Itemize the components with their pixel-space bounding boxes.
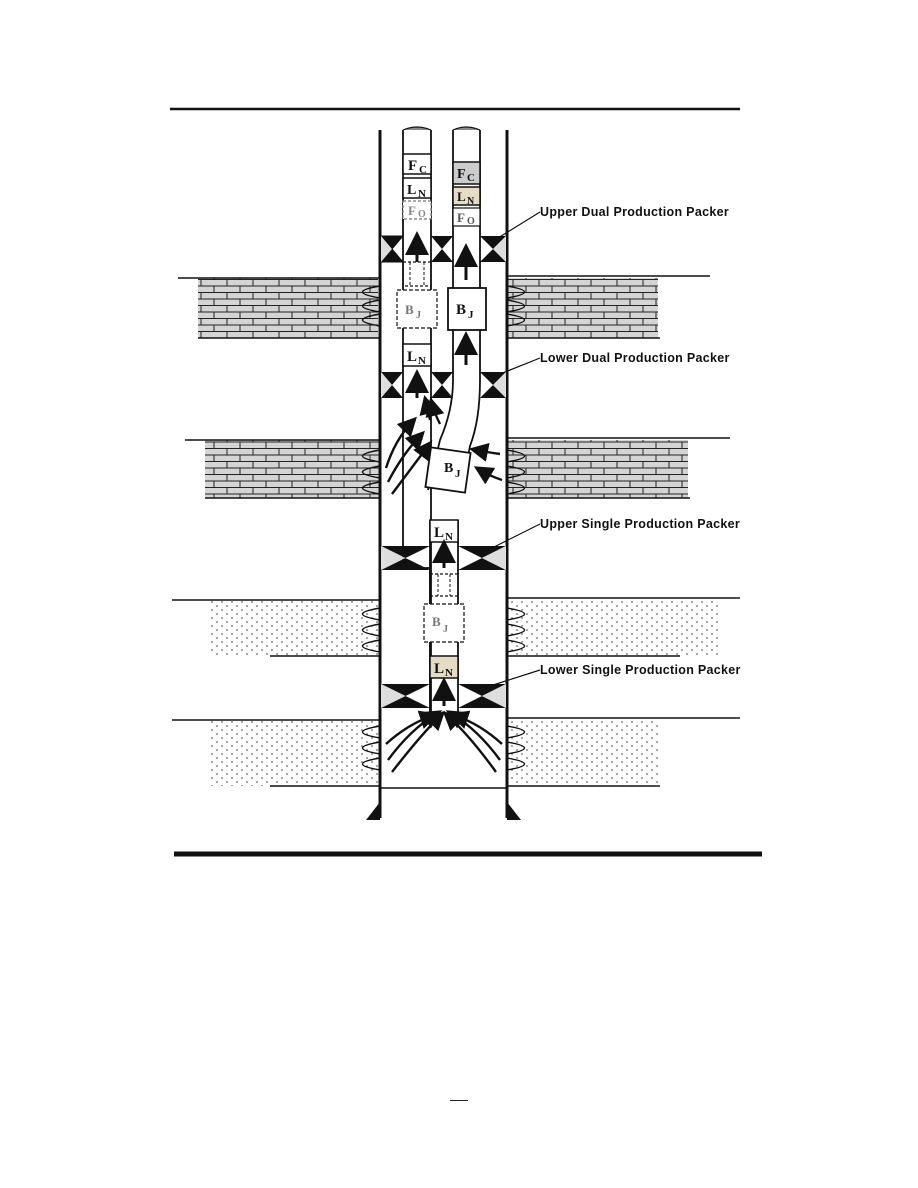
fc-left-main: F (408, 158, 417, 174)
formation-sand-lower (172, 717, 740, 787)
bj-tilted-sub: J (455, 468, 461, 480)
landing-nipple-left-top (402, 177, 432, 199)
blast-joint-right (447, 287, 487, 331)
fo-left-main: F (408, 203, 416, 218)
flow-arrows-vertical (405, 231, 478, 706)
landing-nipple-right (452, 186, 481, 206)
fc-left-sub: C (419, 164, 427, 176)
ln-left-top-main: L (407, 183, 416, 198)
fc-right-sub: C (467, 172, 475, 184)
bj-left-sub: J (416, 310, 421, 321)
ln-lower1-sub: N (445, 531, 453, 543)
ln-bottom-sub: N (445, 667, 453, 679)
ln-left-top-sub: N (418, 188, 426, 200)
tubing-right-top-hatch (452, 126, 481, 131)
packer-upper-single (381, 546, 506, 570)
formation-sand-upper (172, 597, 740, 657)
casing-shoe-right (507, 802, 521, 820)
callout-upper-single-packer: Upper Single Production Packer (491, 517, 740, 549)
ln-left-mid-main: L (407, 349, 417, 365)
formation-limestone-lower (185, 437, 730, 499)
label-lower-dual-packer: Lower Dual Production Packer (540, 351, 730, 365)
fo-right-sub: O (467, 216, 475, 227)
bj-left-main: B (405, 302, 414, 317)
flow-coupling-right (452, 161, 481, 185)
packer-upper-dual (379, 235, 506, 263)
bj-lower-sub: J (443, 624, 448, 635)
flow-coupling-left (402, 153, 432, 175)
ln-right-main: L (457, 189, 466, 204)
packer-lower-dual (381, 372, 506, 398)
label-upper-dual-packer: Upper Dual Production Packer (540, 205, 729, 219)
callout-lower-single-packer: Lower Single Production Packer (489, 663, 741, 687)
label-lower-single-packer: Lower Single Production Packer (540, 663, 741, 677)
fo-left-sub: O (418, 209, 426, 220)
perforations (361, 285, 526, 771)
formation-limestone-upper (178, 275, 710, 339)
bj-right-main: B (456, 302, 466, 318)
page-number-mark (450, 1100, 468, 1101)
flow-arrows-curved (384, 395, 503, 773)
bj-lower-main: B (432, 614, 441, 629)
bj-tilted-main: B (444, 461, 453, 476)
flow-coupling-left-lower (402, 200, 432, 220)
bj-right-sub: J (468, 309, 474, 321)
landing-nipple-left-mid (402, 343, 432, 367)
blast-joint-tilted (424, 446, 472, 494)
callout-lower-dual-packer: Lower Dual Production Packer (499, 351, 730, 375)
ln-right-sub: N (467, 196, 475, 207)
packer-lower-single (381, 684, 506, 708)
flow-coupling-right-lower (452, 207, 481, 227)
blast-joint-left-dashed-top (402, 261, 432, 287)
casing-shoe-left (366, 802, 380, 820)
callout-upper-dual-packer: Upper Dual Production Packer (497, 205, 729, 239)
tubing-left-top-hatch (402, 126, 432, 131)
blast-joint-lower (423, 603, 465, 643)
fo-right-main: F (457, 210, 465, 225)
label-upper-single-packer: Upper Single Production Packer (540, 517, 740, 531)
blast-joint-left (396, 289, 438, 329)
fc-right-main: F (457, 167, 466, 182)
ln-bottom-main: L (434, 661, 444, 677)
ln-left-mid-sub: N (418, 355, 426, 367)
ln-lower1-main: L (434, 525, 444, 541)
